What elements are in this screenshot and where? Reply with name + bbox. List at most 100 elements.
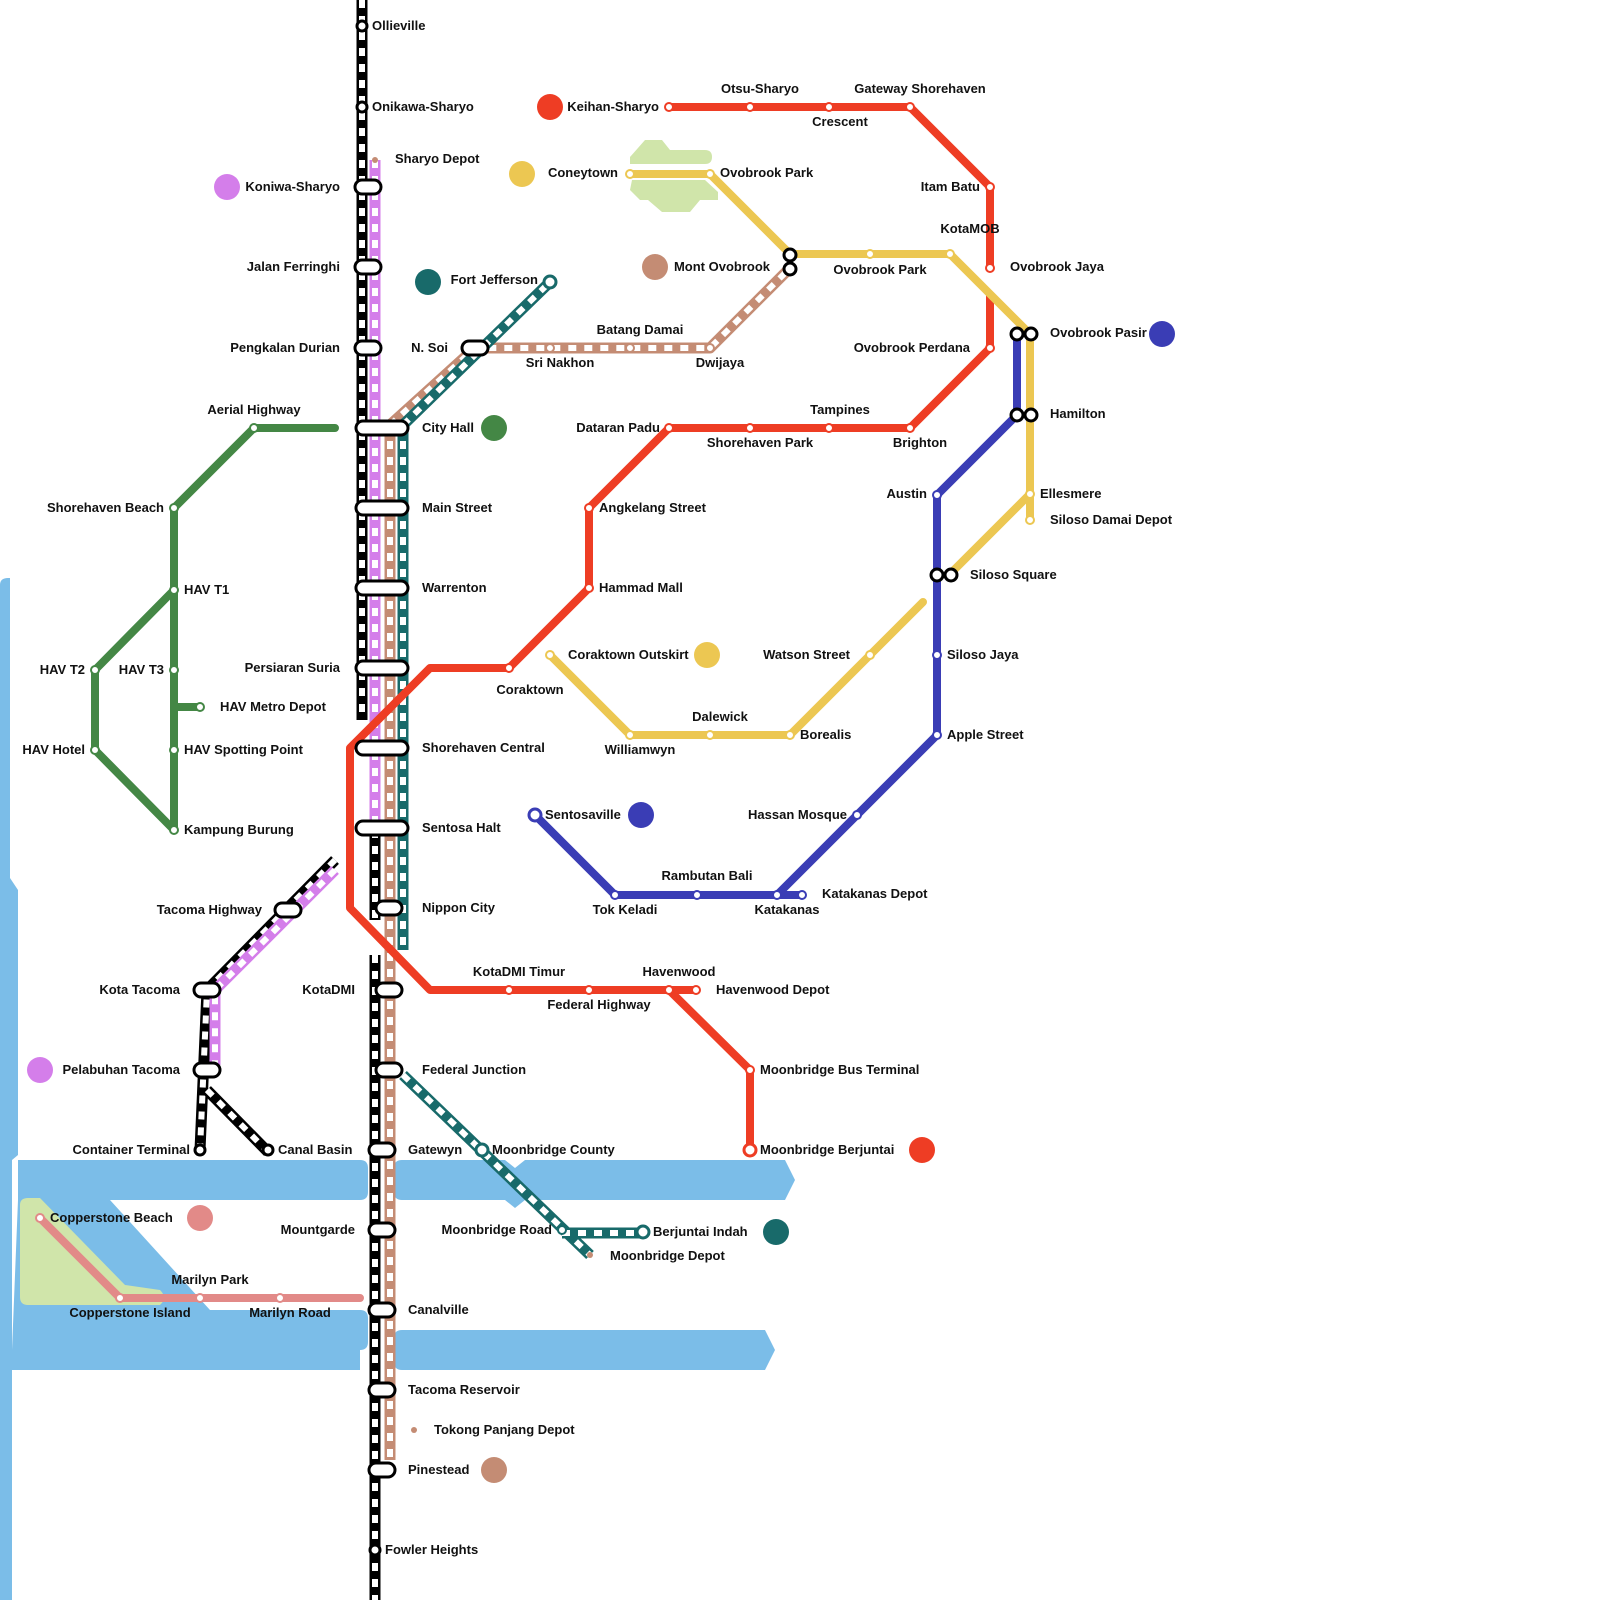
station-aerial-highway[interactable] (249, 423, 259, 433)
station-watson-street[interactable] (865, 650, 875, 660)
station-hav-spotting-point[interactable] (169, 745, 179, 755)
station-havenwood-depot[interactable] (691, 985, 701, 995)
station-otsu[interactable] (745, 102, 755, 112)
station-persiaran-suria[interactable] (354, 659, 410, 677)
station-crescent[interactable] (824, 102, 834, 112)
station-kotadmi-timur[interactable] (504, 985, 514, 995)
station-federal-highway[interactable] (584, 985, 594, 995)
station-tacoma-highway[interactable] (273, 901, 303, 919)
station-keihan[interactable] (664, 102, 674, 112)
station-tokong-panjang-depot[interactable] (411, 1427, 417, 1433)
station-berjuntai-indah[interactable] (635, 1224, 651, 1240)
station-sri-nakhon[interactable] (545, 343, 555, 353)
station-shorehaven-central[interactable] (354, 739, 410, 757)
station-ovobrook-jaya-label: Ovobrook Jaya (1010, 259, 1105, 274)
station-fowler-heights[interactable] (368, 1543, 382, 1557)
station-hav-t2[interactable] (90, 665, 100, 675)
station-kotamob[interactable] (945, 249, 955, 259)
park-ovobrook (630, 140, 718, 212)
station-koniwa[interactable] (353, 178, 383, 196)
station-williamwyn[interactable] (625, 730, 635, 740)
station-ovobrook-perdana[interactable] (985, 343, 995, 353)
station-ellesmere[interactable] (1025, 489, 1035, 499)
station-jalan-ferringhi[interactable] (353, 258, 383, 276)
station-nippon-city[interactable] (374, 899, 404, 917)
station-mountgarde[interactable] (367, 1221, 397, 1239)
station-main-street[interactable] (354, 499, 410, 517)
station-ovobrook-park-2[interactable] (865, 249, 875, 259)
station-hav-t3[interactable] (169, 665, 179, 675)
station-sentosaville[interactable] (527, 807, 543, 823)
station-pengkalan-durian[interactable] (353, 339, 383, 357)
station-container-terminal[interactable] (193, 1143, 207, 1157)
station-gateway-shorehaven[interactable] (905, 102, 915, 112)
station-kotadmi[interactable] (374, 981, 404, 999)
station-itam-batu[interactable] (985, 182, 995, 192)
station-tampines[interactable] (824, 423, 834, 433)
station-copperstone-island[interactable] (115, 1293, 125, 1303)
station-hav-hotel[interactable] (90, 745, 100, 755)
station-moonbridge-depot[interactable] (587, 1252, 593, 1258)
station-havenwood[interactable] (664, 985, 674, 995)
station-hammad-mall[interactable] (584, 583, 594, 593)
station-ovobrook-park-1[interactable] (705, 169, 715, 179)
station-marilyn-park[interactable] (195, 1293, 205, 1303)
station-coneytown[interactable] (625, 169, 635, 179)
station-moonbridge-bus-terminal[interactable] (745, 1065, 755, 1075)
station-fort-jefferson[interactable] (542, 274, 558, 290)
station-ovobrook-jaya[interactable] (985, 263, 995, 273)
station-gatewyn[interactable] (367, 1141, 397, 1159)
station-copperstone-beach[interactable] (35, 1213, 45, 1223)
station-siloso-square-b[interactable] (943, 567, 959, 583)
station-sentosa-halt[interactable] (354, 819, 410, 837)
station-coraktown-outskirt[interactable] (545, 650, 555, 660)
station-pelabuhan-tacoma[interactable] (192, 1061, 222, 1079)
station-sharyo-depot[interactable] (372, 157, 378, 163)
station-kampung-burung[interactable] (169, 825, 179, 835)
station-shorehaven-park[interactable] (745, 423, 755, 433)
station-coraktown[interactable] (504, 663, 514, 673)
station-shorehaven-beach[interactable] (169, 503, 179, 513)
station-mont-ovobrook-b[interactable] (782, 261, 798, 277)
station-hamilton-b[interactable] (1023, 407, 1039, 423)
station-hassan-mosque[interactable] (852, 810, 862, 820)
station-warrenton[interactable] (354, 579, 410, 597)
station-hav-metro-depot[interactable] (195, 702, 205, 712)
station-dalewick[interactable] (705, 730, 715, 740)
station-mont-ovobrook[interactable] (782, 247, 798, 263)
station-austin[interactable] (932, 490, 942, 500)
station-ollieville[interactable] (355, 19, 369, 33)
station-dataran-padu[interactable] (664, 423, 674, 433)
station-city-hall[interactable] (354, 419, 410, 437)
station-katakanas-depot[interactable] (797, 890, 807, 900)
station-siloso-square[interactable] (929, 567, 945, 583)
station-kota-tacoma[interactable] (192, 981, 222, 999)
station-dwijaya[interactable] (705, 343, 715, 353)
station-rambutan-bali[interactable] (692, 890, 702, 900)
line-badge-pink (187, 1205, 213, 1231)
station-ovobrook-pasir[interactable] (1009, 326, 1025, 342)
station-tok-keladi[interactable] (610, 890, 620, 900)
station-n-soi[interactable] (460, 339, 490, 357)
station-canal-basin[interactable] (261, 1143, 275, 1157)
station-apple-street[interactable] (932, 730, 942, 740)
station-angkelang[interactable] (584, 503, 594, 513)
station-hamilton[interactable] (1009, 407, 1025, 423)
station-hav-t1[interactable] (169, 585, 179, 595)
station-ovobrook-pasir-b[interactable] (1023, 326, 1039, 342)
station-onikawa[interactable] (355, 100, 369, 114)
station-pinestead[interactable] (367, 1461, 397, 1479)
station-moonbridge-road[interactable] (557, 1225, 567, 1235)
station-marilyn-road[interactable] (275, 1293, 285, 1303)
station-batang-damai[interactable] (625, 343, 635, 353)
station-tacoma-reservoir[interactable] (367, 1381, 397, 1399)
station-federal-junction[interactable] (374, 1061, 404, 1079)
station-katakanas[interactable] (772, 890, 782, 900)
station-borealis[interactable] (785, 730, 795, 740)
station-moonbridge-berjuntai[interactable] (742, 1142, 758, 1158)
station-moonbridge-county[interactable] (474, 1142, 490, 1158)
station-siloso-damai-depot[interactable] (1025, 515, 1035, 525)
station-siloso-jaya[interactable] (932, 650, 942, 660)
station-brighton[interactable] (905, 423, 915, 433)
station-canalville[interactable] (367, 1301, 397, 1319)
